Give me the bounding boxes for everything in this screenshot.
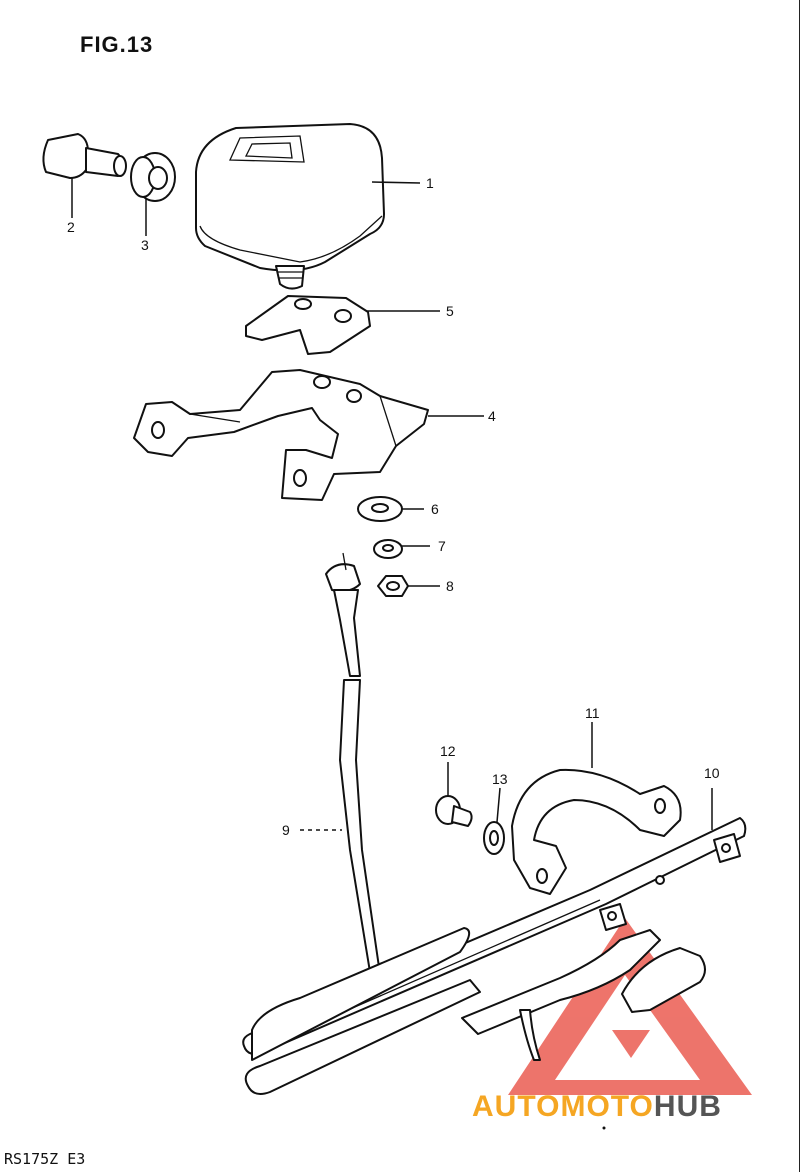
part-12-bolt-drawing <box>435 795 473 827</box>
part-number-7: 7 <box>438 538 446 554</box>
watermark-hub: HUB <box>653 1090 722 1123</box>
part-7-lock-washer-drawing <box>373 539 403 559</box>
part-3-grommet-drawing <box>130 152 176 202</box>
part-6-washer-drawing <box>357 496 403 522</box>
leader-line-1 <box>371 181 421 184</box>
part-number-labels: 1 2 3 4 5 6 7 8 9 10 11 12 13 <box>67 175 720 838</box>
part-2-connector-drawing <box>42 133 127 179</box>
part-number-10: 10 <box>704 765 720 781</box>
part-11-clamp-band-drawing <box>511 768 682 895</box>
part-number-13: 13 <box>492 771 508 787</box>
part-number-5: 5 <box>446 303 454 319</box>
watermark-logo-icon <box>508 918 752 1095</box>
part-number-8: 8 <box>446 578 454 594</box>
stray-dot <box>602 1126 606 1130</box>
part-number-12: 12 <box>440 743 456 759</box>
part-8-nut-drawing <box>377 575 409 597</box>
part-number-3: 3 <box>141 237 149 253</box>
watermark-auto: AUTO <box>472 1090 561 1123</box>
part-number-2: 2 <box>67 219 75 235</box>
figure-title: FIG.13 <box>80 32 154 57</box>
footer-model-code: RS175Z E3 <box>4 1150 86 1168</box>
part-number-9: 9 <box>282 822 290 838</box>
part-10-frame-rail-drawing <box>242 817 747 1095</box>
part-1-regulator-drawing <box>195 123 385 290</box>
part-13-washer-drawing <box>483 821 505 855</box>
part-number-11: 11 <box>585 705 600 721</box>
part-5-plate-drawing <box>245 295 371 355</box>
part-number-4: 4 <box>488 408 496 424</box>
part-number-1: 1 <box>426 175 434 191</box>
watermark-wordmark: AUTOMOTOHUB <box>472 1090 722 1124</box>
part-4-bracket-drawing <box>133 369 429 501</box>
leader-lines <box>71 178 713 831</box>
leader-line-13 <box>496 787 501 823</box>
part-9-cable-drawing <box>325 552 381 975</box>
part-number-6: 6 <box>431 501 439 517</box>
watermark-moto: MOTO <box>560 1090 654 1123</box>
